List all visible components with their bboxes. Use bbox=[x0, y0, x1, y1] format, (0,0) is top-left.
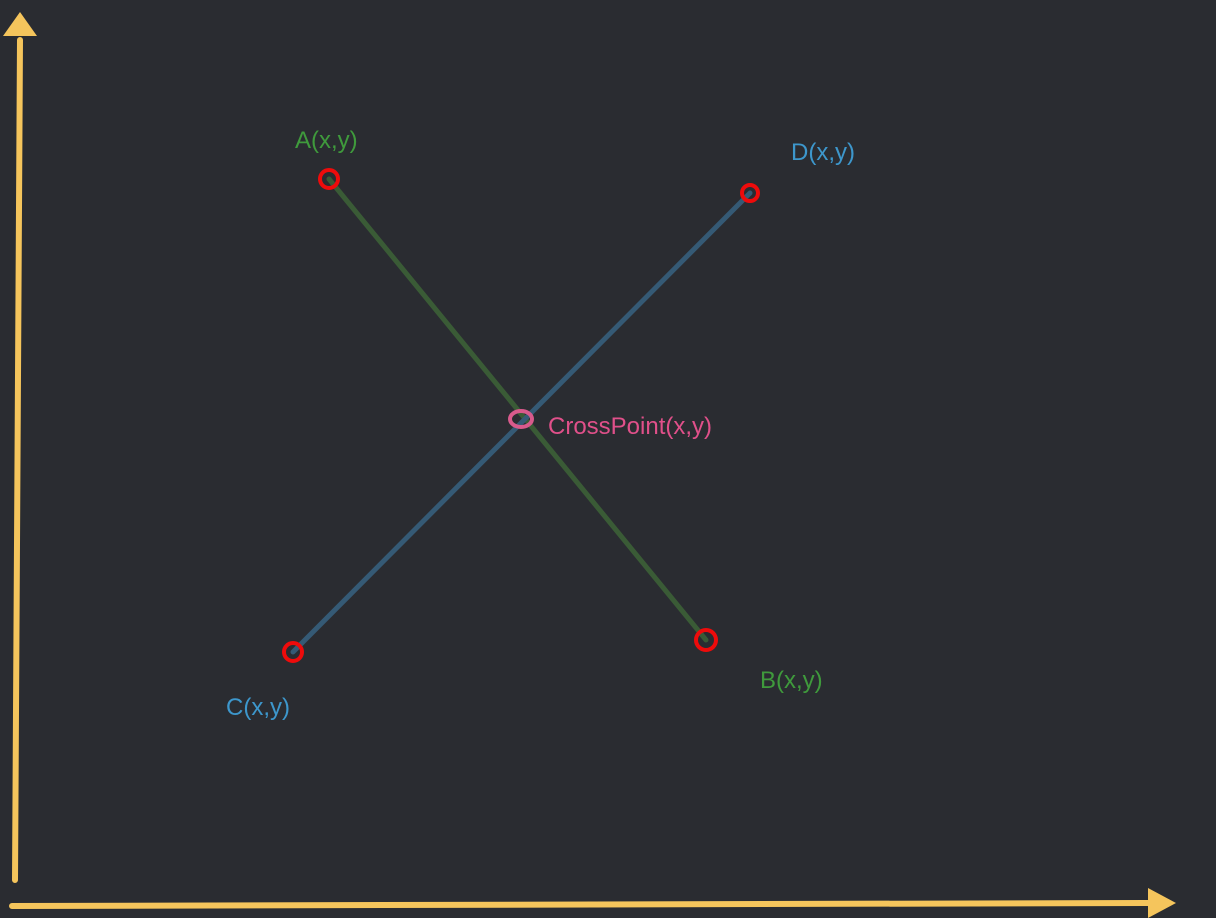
crosspoint-marker bbox=[508, 409, 534, 429]
x-axis bbox=[9, 888, 1176, 918]
x-axis-line bbox=[9, 900, 1153, 909]
point-a-marker bbox=[318, 168, 340, 190]
y-axis-arrowhead bbox=[3, 12, 37, 36]
point-d-label: D(x,y) bbox=[791, 139, 855, 166]
x-axis-arrowhead bbox=[1148, 888, 1176, 918]
point-b-marker bbox=[694, 628, 718, 652]
point-b-label: B(x,y) bbox=[760, 667, 823, 694]
point-c-marker bbox=[282, 641, 304, 663]
crosspoint-label: CrossPoint(x,y) bbox=[548, 413, 712, 440]
segment-cd bbox=[290, 190, 753, 655]
point-a-label: A(x,y) bbox=[295, 127, 358, 154]
point-c-label: C(x,y) bbox=[226, 694, 290, 721]
y-axis-line bbox=[12, 37, 23, 883]
point-d-marker bbox=[740, 183, 760, 203]
y-axis bbox=[3, 12, 37, 883]
